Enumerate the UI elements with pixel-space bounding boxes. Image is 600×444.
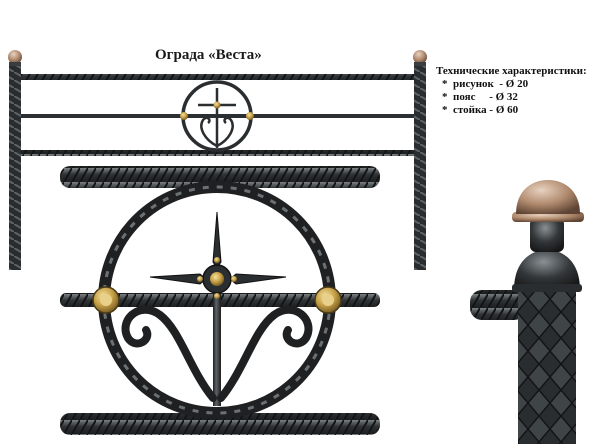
post-dome (514, 250, 580, 290)
right-post (414, 64, 426, 270)
overview-left-knob (180, 112, 188, 120)
finial-collar (512, 212, 584, 222)
left-post (9, 64, 21, 270)
cross-center-boss (210, 272, 224, 286)
specs-heading: Технические характеристики: (436, 65, 587, 77)
specs-block: Технические характеристики: * рисунок - … (436, 65, 587, 117)
spec-row-pattern: * рисунок - Ø 20 (442, 78, 529, 90)
overview-right-knob (246, 112, 254, 120)
right-scroll (217, 305, 313, 402)
right-post-cap (413, 50, 427, 64)
fence-detail (60, 166, 380, 435)
post-rail-stub (470, 290, 526, 320)
top-rail (14, 74, 418, 80)
detail-bottom-rail (60, 413, 380, 435)
bottom-rail (14, 150, 418, 156)
detail-top-rail (60, 166, 380, 188)
page-title: Ограда «Веста» (155, 47, 262, 63)
post-body (518, 284, 576, 444)
finial-ball (516, 180, 580, 214)
spec-row-belt: * пояс - Ø 32 (442, 91, 518, 103)
post-closeup (470, 180, 584, 444)
left-scroll (121, 305, 217, 402)
fence-overview (8, 50, 427, 270)
spec-row-post: * стойка - Ø 60 (442, 104, 519, 116)
left-post-cap (8, 50, 22, 64)
